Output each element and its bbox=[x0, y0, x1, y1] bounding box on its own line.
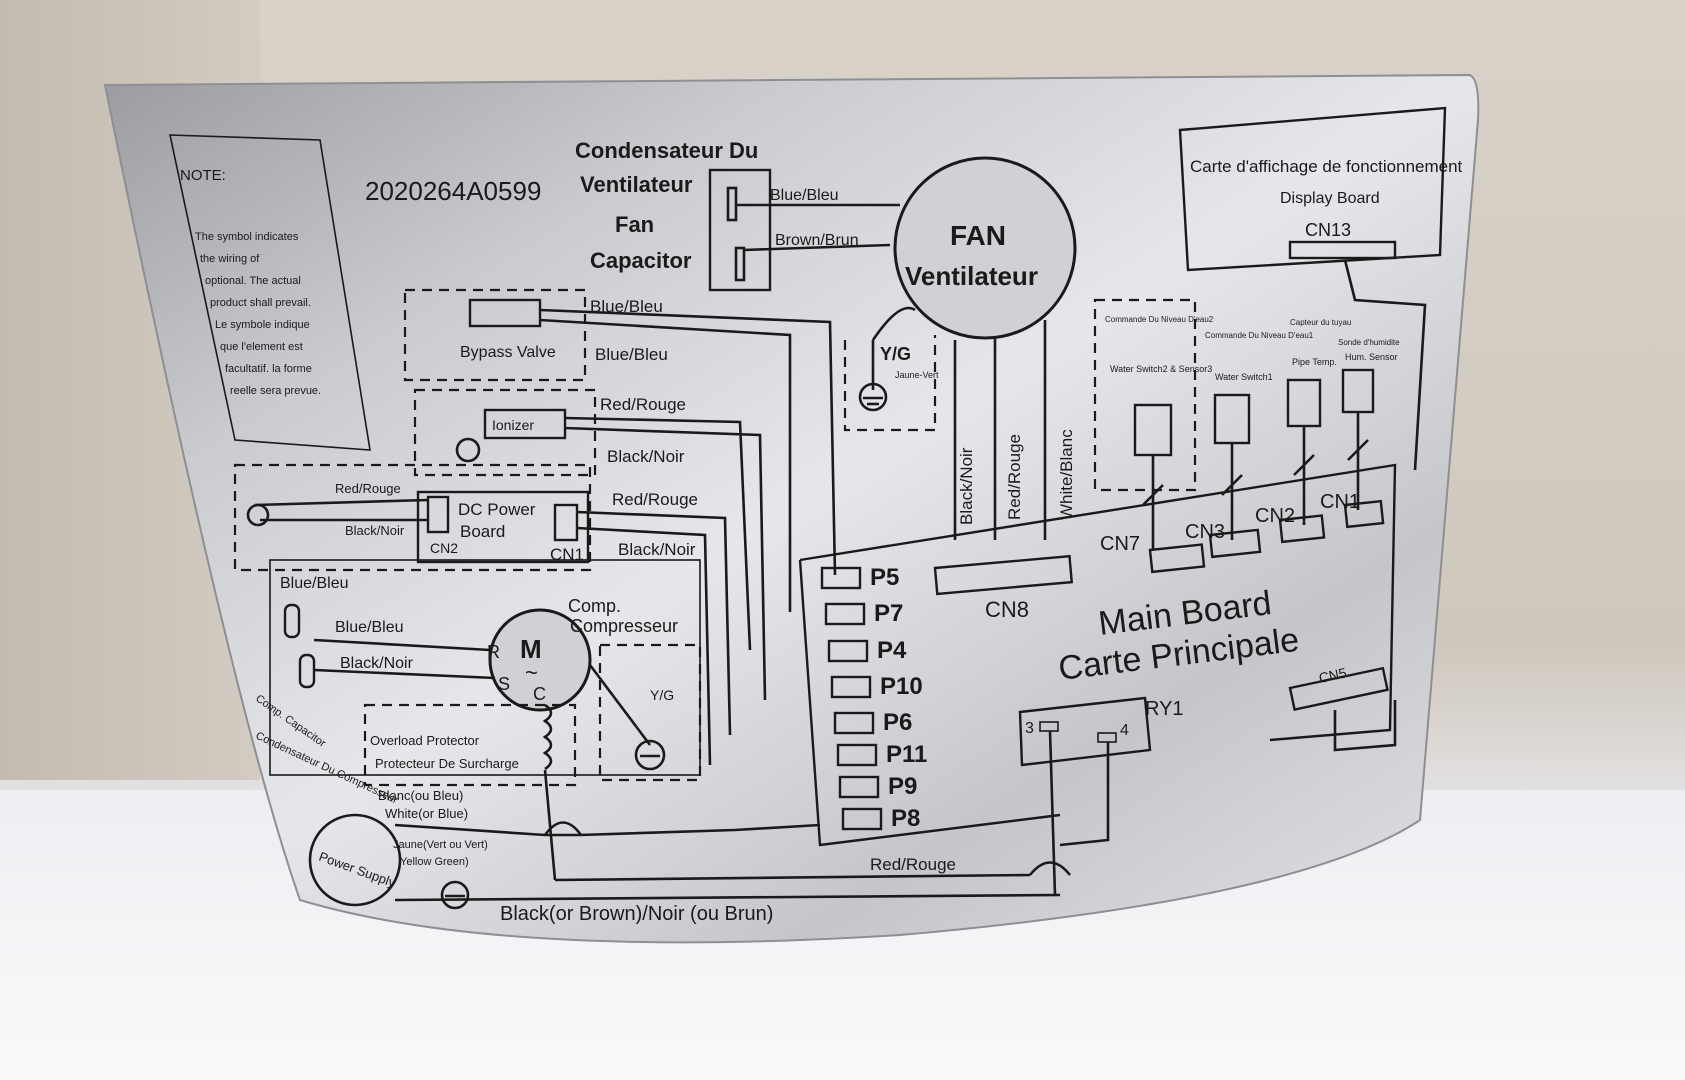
wire-label-black-bottom: Black(or Brown)/Noir (ou Brun) bbox=[500, 903, 773, 925]
sensor-label-fr: Capteur du tuyau bbox=[1290, 318, 1351, 327]
note-line: optional. The actual bbox=[205, 275, 301, 287]
wire-label-white2: White(or Blue) bbox=[385, 806, 468, 821]
yg-label-fr: Jaune-Vert bbox=[895, 370, 939, 380]
fan-wire-white: White/Blanc bbox=[1057, 429, 1076, 520]
note-box: NOTE: The symbol indicates the wiring of… bbox=[169, 134, 371, 451]
motor-r: R bbox=[487, 642, 500, 662]
dc-power-label: DC Power bbox=[458, 500, 536, 519]
label-background bbox=[103, 73, 1480, 944]
wire-label-blue: Blue/Bleu bbox=[590, 297, 663, 316]
wire-label-white: Blanc(ou Bleu) bbox=[378, 788, 463, 803]
compressor-label: Compresseur bbox=[570, 616, 678, 636]
fan-capacitor-label-fr: Condensateur Du bbox=[575, 138, 758, 163]
cn3-label: CN3 bbox=[1185, 521, 1225, 543]
port-p6: P6 bbox=[883, 709, 912, 736]
port-column: P5 P7 P4 P10 P6 P11 P9 P8 bbox=[820, 564, 927, 832]
sensor-label-en: Water Switch1 bbox=[1215, 372, 1273, 382]
fan-label: FAN bbox=[950, 220, 1006, 251]
cn1-main-label: CN1 bbox=[1320, 491, 1360, 513]
sensor-label-en: Water Switch2 & Sensor3 bbox=[1110, 364, 1212, 374]
cn7-label: CN7 bbox=[1100, 533, 1140, 555]
comp-label: Comp. bbox=[568, 596, 621, 616]
dc-cn1-label: CN1 bbox=[550, 545, 584, 564]
sensor-label-fr: Commande Du Niveau D'eau1 bbox=[1205, 331, 1314, 340]
ionizer-label: Ionizer bbox=[492, 417, 534, 433]
part-number: 2020264A0599 bbox=[365, 176, 541, 206]
wire-label-yg2: Yellow Green) bbox=[400, 856, 469, 868]
sensor-label-fr: Sonde d'humidite bbox=[1338, 338, 1400, 347]
note-line: product shall prevail. bbox=[210, 297, 311, 309]
port-p8: P8 bbox=[891, 805, 920, 832]
wire-label-brown: Brown/Brun bbox=[775, 232, 859, 249]
wire-label-black: Black/Noir bbox=[618, 540, 696, 559]
display-board-label-en: Display Board bbox=[1280, 190, 1380, 207]
ry1-label: RY1 bbox=[1145, 698, 1184, 720]
motor-m: M bbox=[520, 634, 542, 664]
fan-capacitor-label-en2: Capacitor bbox=[590, 248, 692, 273]
motor-c: C bbox=[533, 684, 546, 704]
wire-label-black: Black/Noir bbox=[340, 655, 414, 672]
fan-motor: FAN Ventilateur Black/Noir Red/Rouge Whi… bbox=[893, 156, 1077, 540]
note-line: The symbol indicates bbox=[195, 231, 299, 243]
yg-label: Y/G bbox=[880, 344, 911, 364]
motor-s: S bbox=[498, 674, 510, 694]
display-board-label-fr: Carte d'affichage de fonctionnement bbox=[1190, 157, 1463, 176]
sensor-label-en: Pipe Temp. bbox=[1292, 357, 1337, 367]
dc-cn2-label: CN2 bbox=[430, 540, 458, 556]
port-p11: P11 bbox=[886, 741, 927, 768]
wire-label-red: Red/Rouge bbox=[335, 481, 401, 496]
fan-capacitor-label-fr2: Ventilateur bbox=[580, 172, 693, 197]
wire-label-black: Black/Noir bbox=[345, 523, 405, 538]
wire-label-yg: Jaune(Vert ou Vert) bbox=[393, 839, 488, 851]
comp-yg-label: Y/G bbox=[650, 687, 674, 703]
cn8-label: CN8 bbox=[985, 597, 1029, 622]
cn13-label: CN13 bbox=[1305, 220, 1351, 240]
note-title: NOTE: bbox=[180, 167, 226, 184]
port-p5: P5 bbox=[870, 564, 899, 591]
port-p10: P10 bbox=[880, 673, 923, 700]
display-board: Carte d'affichage de fonctionnement Disp… bbox=[1178, 106, 1463, 471]
port-p4: P4 bbox=[877, 637, 907, 664]
ionizer: Ionizer Red/Rouge Black/Noir bbox=[413, 388, 767, 701]
note-line: the wiring of bbox=[200, 253, 260, 265]
sensor-label-fr: Commande Du Niveau D'eau2 bbox=[1105, 315, 1214, 324]
bypass-valve: Bypass Valve Blue/Bleu Blue/Bleu bbox=[403, 288, 837, 612]
sensor-group: Commande Du Niveau D'eau2 Water Switch2 … bbox=[1093, 298, 1400, 550]
fan-capacitor-label-en: Fan bbox=[615, 212, 654, 237]
ry1-pin3: 3 bbox=[1025, 720, 1034, 737]
ry1-pin4: 4 bbox=[1120, 722, 1129, 739]
wire-label-red-bottom: Red/Rouge bbox=[870, 855, 956, 874]
wire-label-blue: Blue/Bleu bbox=[335, 619, 404, 636]
power-supply: Power Supply Blanc(ou Bleu) White(or Blu… bbox=[308, 788, 1072, 925]
wire-label-red: Red/Rouge bbox=[600, 395, 686, 414]
fan-ground: Y/G Jaune-Vert bbox=[843, 306, 939, 432]
overload-label-fr: Protecteur De Surcharge bbox=[375, 756, 519, 771]
fan-capacitor: Condensateur Du Ventilateur Fan Capacito… bbox=[575, 138, 900, 292]
wire-label-blue: Blue/Bleu bbox=[595, 345, 668, 364]
cn5-label: CN5 bbox=[1317, 664, 1348, 686]
note-line: facultatif. la forme bbox=[225, 363, 312, 375]
port-p7: P7 bbox=[874, 600, 903, 627]
wire-label-red: Red/Rouge bbox=[612, 490, 698, 509]
fan-wire-black: Black/Noir bbox=[957, 447, 976, 525]
bypass-valve-label: Bypass Valve bbox=[460, 344, 556, 361]
dc-power-label2: Board bbox=[460, 522, 505, 541]
sensor-label-en: Hum. Sensor bbox=[1345, 352, 1398, 362]
note-line: reelle sera prevue. bbox=[230, 385, 321, 397]
note-line: que l'element est bbox=[220, 341, 303, 353]
cn2-main-label: CN2 bbox=[1255, 505, 1295, 527]
note-line: Le symbole indique bbox=[215, 319, 310, 331]
port-p9: P9 bbox=[888, 773, 917, 800]
fan-label-fr: Ventilateur bbox=[905, 261, 1038, 291]
dc-power-board: DC Power Board CN2 CN1 Red/Rouge Black/N… bbox=[233, 463, 732, 766]
wire-label-blue: Blue/Bleu bbox=[280, 575, 349, 592]
wire-label-blue: Blue/Bleu bbox=[770, 187, 839, 204]
fan-wire-red: Red/Rouge bbox=[1005, 434, 1024, 520]
motor-tilde: ~ bbox=[525, 660, 538, 685]
wire-label-black: Black/Noir bbox=[607, 447, 685, 466]
overload-label: Overload Protector bbox=[370, 733, 480, 748]
